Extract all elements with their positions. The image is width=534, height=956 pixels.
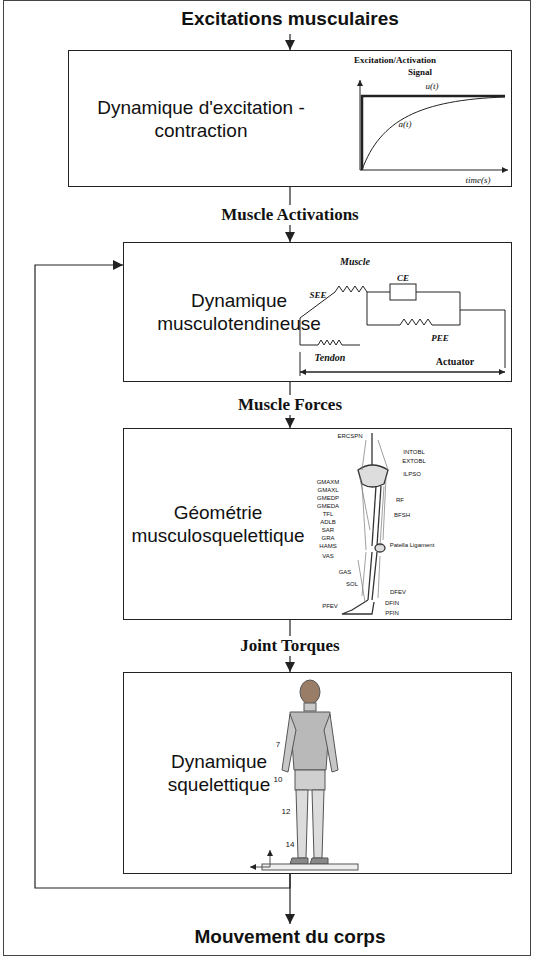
muscle-name: SAR	[322, 527, 334, 533]
output-caption: Mouvement du corps	[194, 926, 385, 948]
muscle-name: SOL	[346, 581, 358, 587]
signal-name: Joint Torques	[237, 636, 342, 656]
model-part-label: Actuator	[436, 357, 474, 367]
muscle-name: Patella Ligament	[390, 542, 435, 548]
process-box: Dynamique squelettique	[123, 672, 512, 874]
leg-skeleton	[342, 433, 388, 614]
muscle-name: GMEDP	[317, 495, 339, 501]
box-title: Dynamique musculotendineuse	[154, 289, 324, 335]
signal-label: u(t)	[426, 82, 439, 91]
signal-name: Muscle Forces	[235, 395, 345, 415]
muscle-name: ERCSPN	[337, 433, 362, 439]
model-part-label: Tendon	[315, 353, 346, 363]
box-title: Géométrie musculosquelettique	[126, 501, 310, 547]
feedback-arrow	[35, 265, 290, 888]
signal-name: Muscle Activations	[218, 205, 361, 225]
muscle-name: GRA	[321, 535, 334, 541]
signal-label: Signal	[408, 68, 432, 77]
box-title: Dynamique squelettique	[154, 750, 284, 796]
signal-label: a(t)	[399, 120, 412, 129]
process-box: Géométrie musculosquelettique	[123, 428, 512, 620]
muscle-name: GMEDA	[317, 503, 339, 509]
muscle-name: HAMS	[319, 543, 336, 549]
muscle-name: GMAXL	[317, 487, 338, 493]
muscle-name: VAS	[322, 553, 334, 559]
model-part-label: Muscle	[340, 257, 370, 267]
activation-graph	[360, 80, 508, 170]
muscle-name: ILPSO	[403, 471, 421, 477]
muscle-name: RF	[396, 497, 404, 503]
figure-frame	[4, 1, 531, 956]
muscle-name: INTOBL	[403, 449, 425, 455]
muscle-name: DFEV	[390, 589, 406, 595]
callout-number: 7	[276, 741, 280, 749]
model-part-label: CE	[397, 274, 409, 283]
muscle-name: BFSH	[394, 512, 410, 518]
muscle-name: ADLB	[320, 519, 336, 525]
signal-label: Excitation/Activation	[354, 56, 436, 65]
callout-number: 10	[274, 776, 283, 784]
muscle-name: PFEV	[322, 603, 338, 609]
process-box: Dynamique d'excitation - contraction	[68, 50, 512, 187]
input-title: Excitations musculaires	[181, 8, 399, 30]
callout-number: 12	[282, 808, 291, 816]
muscle-name: TFL	[323, 511, 334, 517]
muscle-name: EXTOBL	[402, 458, 426, 464]
model-part-label: SEE	[309, 291, 326, 300]
input-arrow	[289, 34, 290, 50]
muscle-name: PFIN	[385, 610, 399, 616]
muscle-name: DFIN	[385, 600, 399, 606]
signal-label: time(s)	[466, 176, 491, 185]
box-title: Dynamique d'excitation - contraction	[81, 96, 321, 142]
callout-number: 14	[286, 841, 295, 849]
muscle-name: GMAXM	[317, 479, 340, 485]
model-part-label: PEE	[431, 334, 449, 343]
muscle-name: GAS	[339, 569, 352, 575]
hill-muscle-model	[300, 284, 505, 376]
